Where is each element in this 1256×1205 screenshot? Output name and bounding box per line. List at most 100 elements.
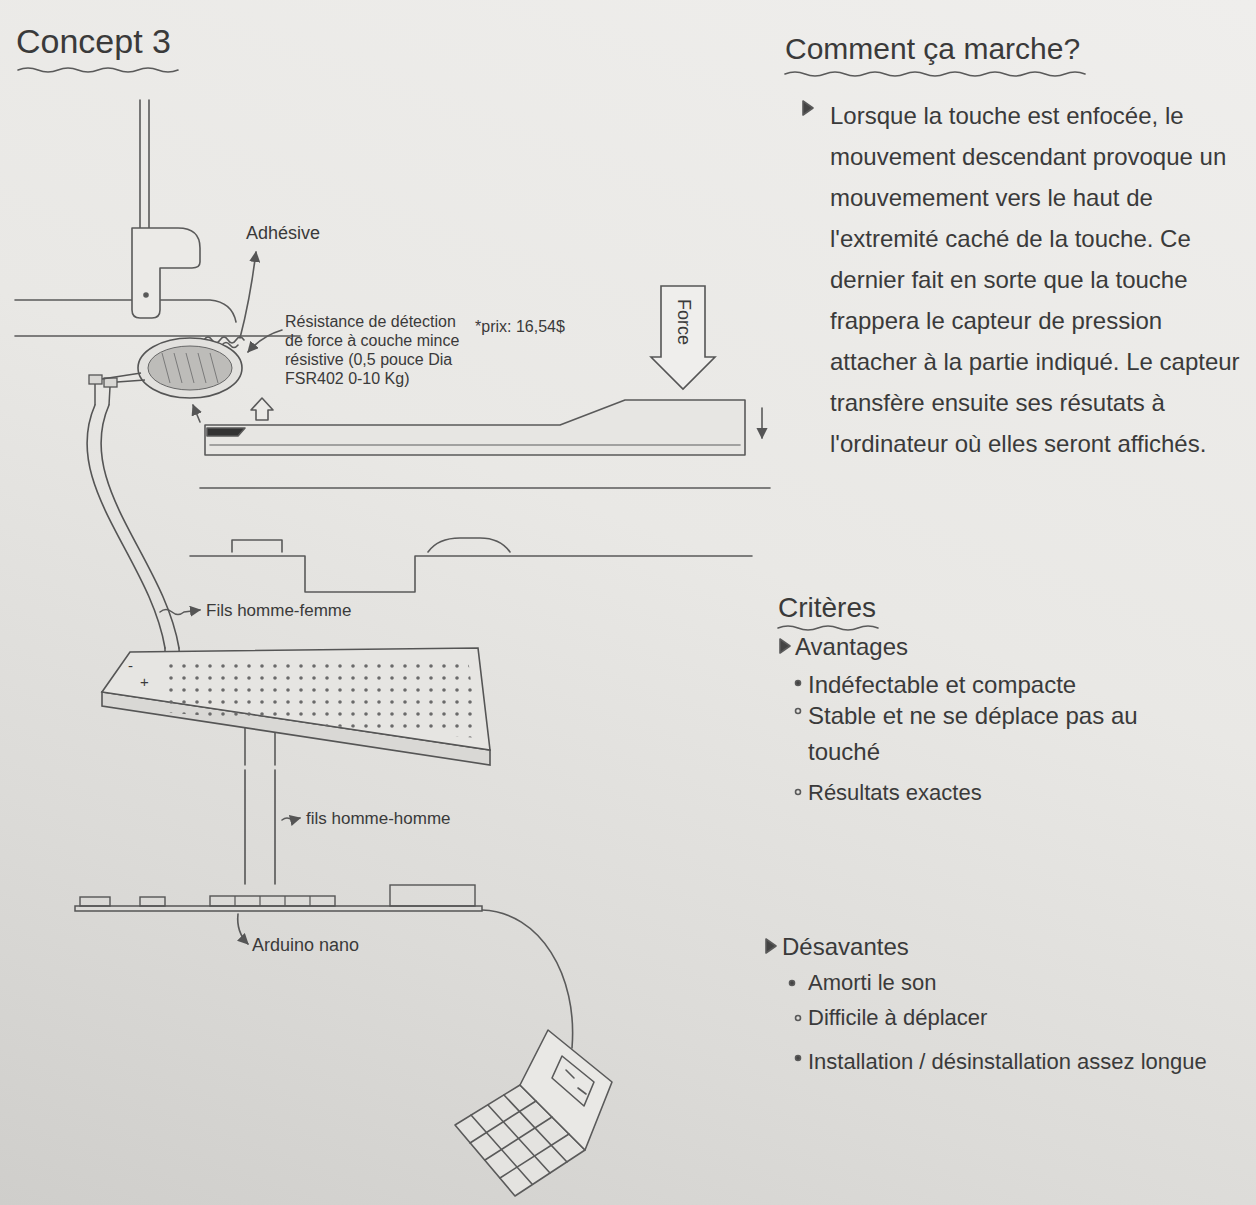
price-note: *prix: 16,54$ bbox=[475, 317, 565, 337]
piano-key bbox=[207, 428, 245, 436]
heading-underline bbox=[778, 626, 878, 630]
leader-line bbox=[160, 610, 200, 615]
jumper-wire bbox=[87, 405, 179, 648]
piano-frame bbox=[200, 487, 770, 489]
page-title: Concept 3 bbox=[16, 20, 171, 63]
force-sensor-outline bbox=[104, 378, 117, 387]
piano-stand bbox=[132, 228, 200, 318]
force-sensor-outline bbox=[138, 338, 242, 398]
leader-line bbox=[282, 818, 300, 820]
jumper-wire bbox=[274, 770, 276, 884]
wire-label: fils homme-homme bbox=[306, 808, 451, 829]
jumper-wire bbox=[87, 405, 165, 648]
breadboard-outline bbox=[100, 648, 492, 770]
piano-key bbox=[193, 405, 200, 422]
list-item: Indéfectable et compacte bbox=[808, 670, 1076, 700]
list-item: Stable et ne se déplace pas au touché bbox=[808, 698, 1208, 770]
arduino-nano: Arduino nano bbox=[75, 884, 482, 912]
force-label: Force bbox=[672, 299, 695, 345]
jumper-wire bbox=[245, 770, 275, 884]
bullet-marker bbox=[796, 709, 801, 714]
jumper-wire bbox=[244, 770, 246, 884]
bullet-marker bbox=[780, 639, 790, 653]
usb-cable bbox=[482, 910, 573, 1048]
breadboard-outline bbox=[102, 648, 490, 750]
force-arrow: Force bbox=[650, 285, 716, 390]
bullet-marker bbox=[796, 1056, 801, 1061]
force-sensor-outline bbox=[198, 353, 206, 383]
leader-line bbox=[240, 252, 256, 338]
force-sensor-outline bbox=[186, 353, 194, 383]
piano-key bbox=[251, 398, 273, 420]
force-sensor-outline bbox=[148, 346, 232, 390]
force-sensor-outline bbox=[210, 353, 218, 383]
bullet-marker bbox=[766, 939, 776, 953]
list-item: Résultats exactes bbox=[808, 779, 982, 807]
bullet-marker bbox=[796, 1016, 801, 1021]
part-label: Adhésive bbox=[246, 222, 320, 245]
piano-frame bbox=[428, 538, 510, 552]
laptop bbox=[566, 1070, 586, 1094]
sensor-callout: Résistance de détection de force à couch… bbox=[285, 312, 473, 388]
wire-label: Fils homme-femme bbox=[206, 600, 351, 621]
list-heading: Désavantes bbox=[782, 932, 909, 962]
heading-underline bbox=[785, 72, 1085, 76]
explanation-text: Lorsque la touche est enfocée, le mouvem… bbox=[830, 95, 1245, 464]
board-label: Arduino nano bbox=[252, 934, 359, 957]
piano-stand bbox=[140, 100, 149, 228]
laptop bbox=[471, 1095, 567, 1184]
jumper-wire bbox=[101, 405, 179, 648]
arduino-nano-outline bbox=[75, 906, 482, 911]
piano-stand bbox=[15, 300, 236, 322]
list-item: Amorti le son bbox=[808, 969, 936, 997]
force-sensor-outline bbox=[174, 353, 182, 383]
piano-key bbox=[761, 408, 763, 438]
laptop bbox=[520, 1030, 612, 1150]
arduino-nano-outline bbox=[390, 885, 475, 906]
arduino-nano-outline bbox=[210, 896, 335, 906]
laptop bbox=[455, 1030, 612, 1196]
leader-line bbox=[238, 914, 248, 944]
piano-frame bbox=[190, 488, 770, 592]
arduino-nano-outline bbox=[140, 897, 165, 906]
piano-key bbox=[193, 398, 762, 455]
section-heading: Critères bbox=[778, 590, 876, 625]
piano-frame bbox=[232, 540, 282, 552]
leader-line bbox=[248, 330, 282, 352]
force-arrow-outline bbox=[651, 286, 715, 389]
breadboard: -+ bbox=[100, 648, 492, 770]
title-underline bbox=[18, 68, 178, 72]
force-sensor-outline bbox=[162, 353, 170, 383]
list-item: Difficile à déplacer bbox=[808, 1004, 987, 1032]
piano-frame bbox=[190, 556, 752, 592]
rail-sign: - bbox=[128, 656, 133, 675]
bullet-marker bbox=[766, 101, 813, 1061]
force-sensor-outline bbox=[95, 373, 145, 405]
piano-stand bbox=[15, 335, 300, 337]
laptop bbox=[552, 1056, 594, 1106]
force-sensor: Résistance de détection de force à couch… bbox=[85, 335, 250, 405]
laptop bbox=[470, 1101, 569, 1178]
piano-key bbox=[205, 400, 745, 455]
force-sensor-outline bbox=[89, 375, 102, 384]
bullet-marker bbox=[796, 681, 801, 686]
arduino-nano-outline bbox=[235, 896, 310, 906]
force-sensor-outline bbox=[85, 335, 250, 405]
bullet-marker bbox=[796, 790, 801, 795]
title-underline bbox=[18, 68, 178, 72]
piano-stand bbox=[144, 293, 148, 297]
usb-cable bbox=[482, 910, 573, 1048]
list-item: Installation / désinstallation assez lon… bbox=[808, 1044, 1208, 1080]
bullet-marker bbox=[790, 981, 795, 986]
list-heading: Avantages bbox=[795, 632, 908, 662]
bullet-marker bbox=[803, 101, 813, 115]
arduino-nano-outline bbox=[80, 897, 110, 906]
section-heading: Comment ça marche? bbox=[785, 30, 1080, 68]
breadboard-holes bbox=[160, 658, 478, 738]
rail-sign: + bbox=[140, 672, 149, 691]
arduino-nano-outline bbox=[75, 884, 482, 912]
piano-key bbox=[210, 444, 740, 446]
